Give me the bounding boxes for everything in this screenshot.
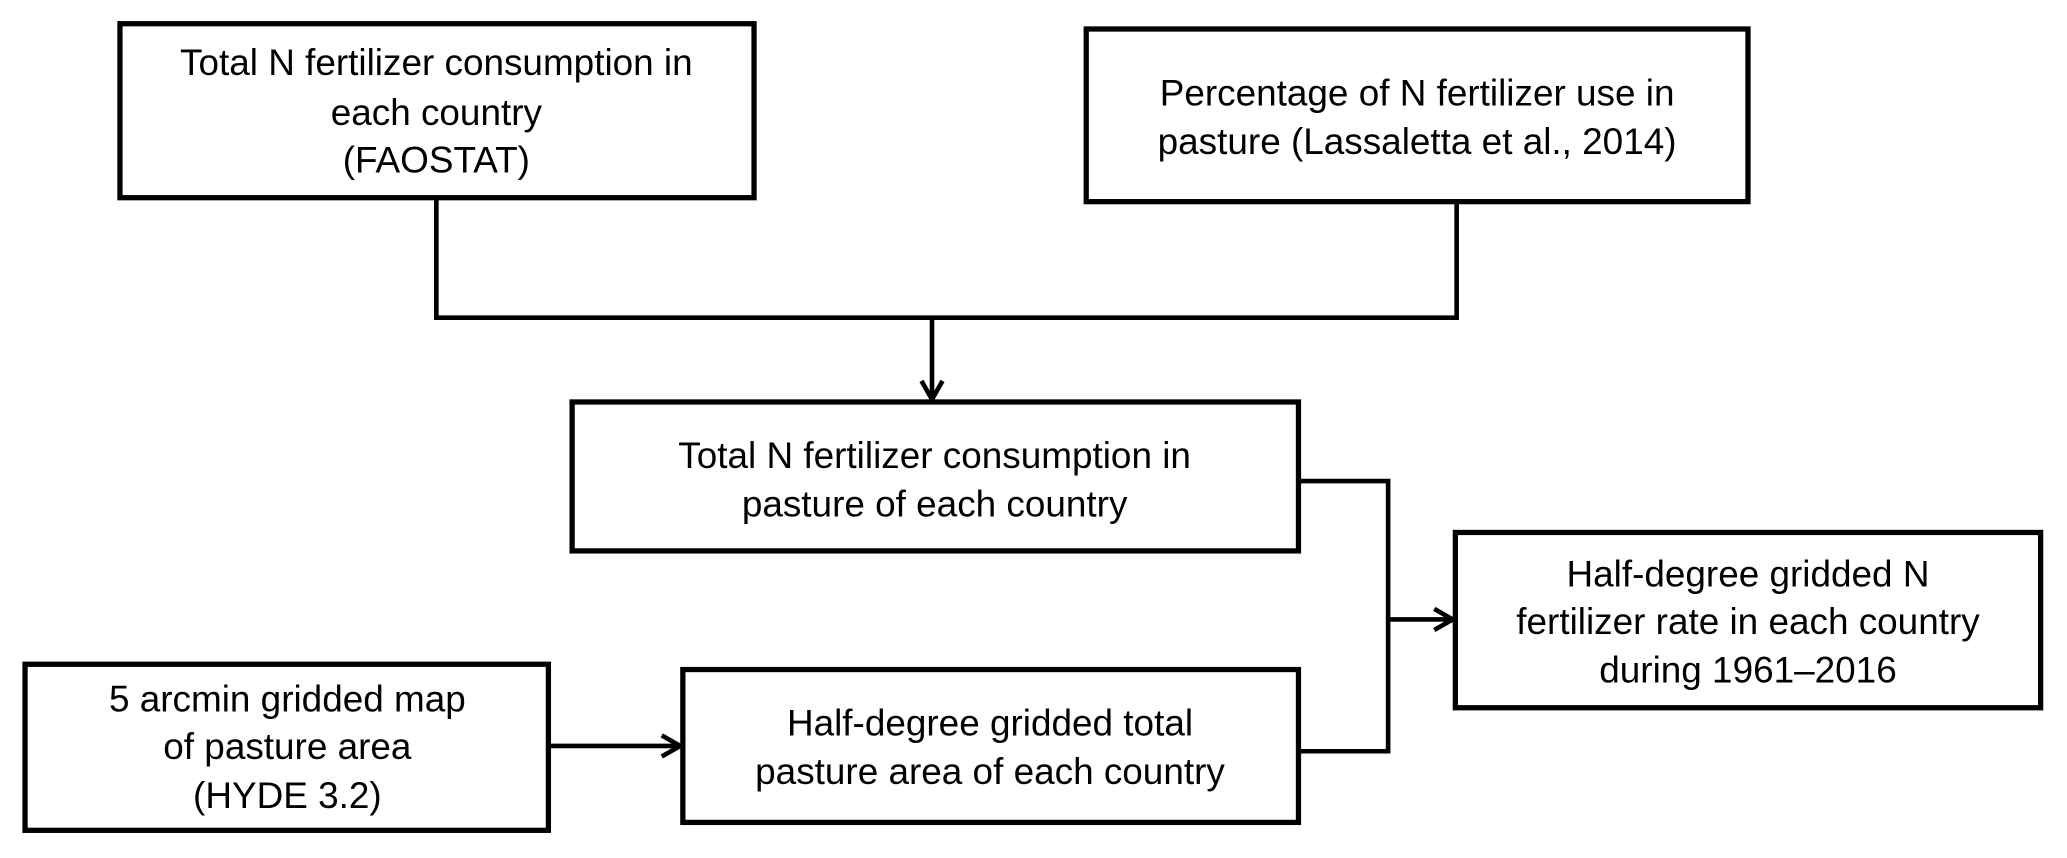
box-total-n-country: Total N fertilizer consumption in each c… [117,21,757,201]
box-text-line: (FAOSTAT) [343,140,530,181]
box-text-line: fertilizer rate in each country [1516,601,1980,642]
box-text-line: Half-degree gridded N [1566,554,1929,595]
box-half-degree-rate: Half-degree gridded N fertilizer rate in… [1452,529,2044,711]
box-text-line: each country [331,92,543,133]
box-text-line: (HYDE 3.2) [193,775,382,816]
box-text-line: pasture (Lassaletta et al., 2014) [1158,121,1677,162]
box-text-line: during 1961–2016 [1599,650,1896,691]
box-percentage-pasture: Percentage of N fertilizer use in pastur… [1083,26,1751,205]
box-half-degree-area: Half-degree gridded total pasture area o… [680,666,1302,826]
box-text-line: Half-degree gridded total [787,702,1193,743]
box-text-line: 5 arcmin gridded map [109,679,466,720]
connector-merge-right [1298,478,1452,754]
connector-merge-top [434,197,1459,400]
box-text-line: Percentage of N fertilizer use in [1160,72,1675,113]
box-text-line: of pasture area [163,726,412,767]
box-text-line: Total N fertilizer consumption in [180,42,693,83]
box-text-line: pasture area of each country [755,751,1225,792]
box-total-n-pasture: Total N fertilizer consumption in pastur… [569,399,1302,554]
box-arcmin-map: 5 arcmin gridded map of pasture area (HY… [22,661,552,833]
box-text-line: Total N fertilizer consumption in [678,435,1191,476]
box-text-line: pasture of each country [742,484,1128,525]
